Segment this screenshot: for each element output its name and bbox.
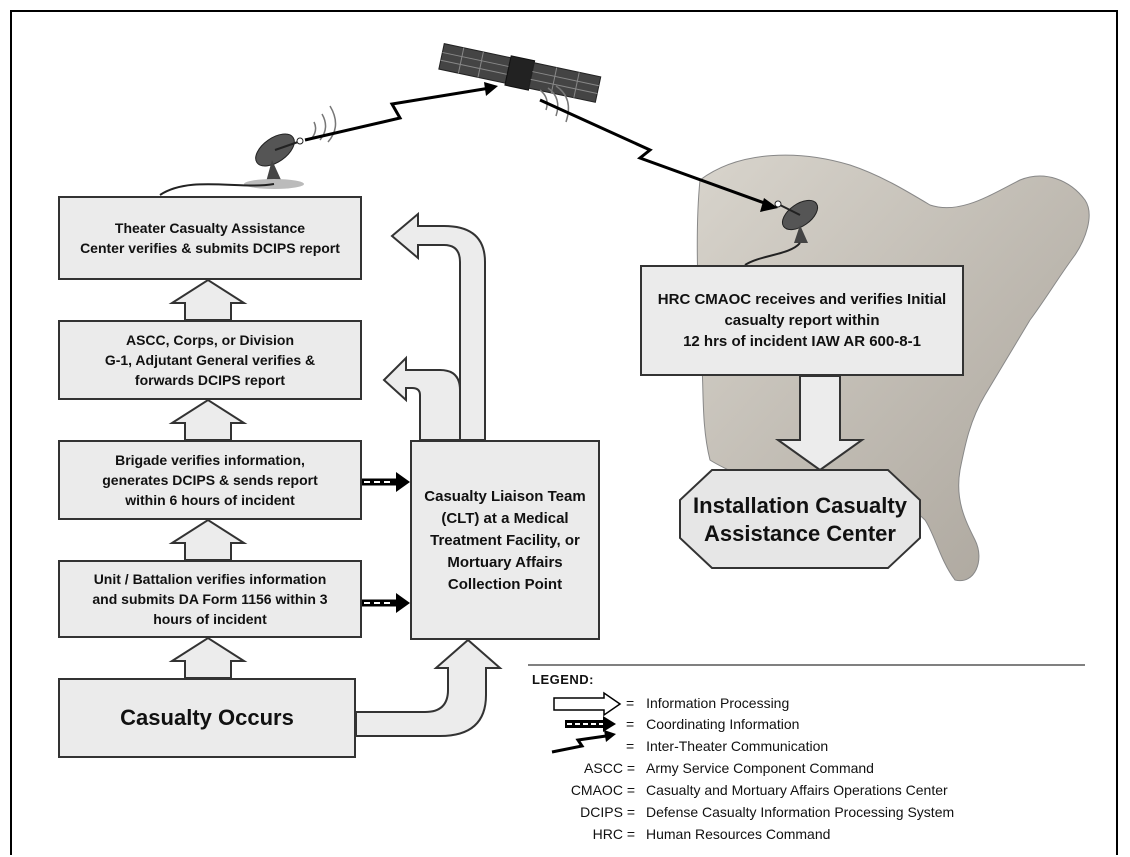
inter-theater-link-down — [539, 98, 771, 207]
legend-term-4: ASCC = — [584, 760, 635, 776]
casualty-to-clt-arrow — [355, 638, 503, 737]
legend-def-row-4: Army Service Component Command — [646, 758, 874, 778]
unit-battalion-text: Unit / Battalion verifies information an… — [92, 571, 328, 627]
theater-casualty-box: Theater Casualty Assistance Center verif… — [58, 196, 362, 280]
hrc-cmaoc-text: HRC CMAOC receives and verifies Initial … — [657, 291, 947, 350]
unit-battalion-box: Unit / Battalion verifies information an… — [58, 560, 362, 638]
legend-def-1: Information Processing — [646, 695, 790, 711]
legend-def-5: Casualty and Mortuary Affairs Operations… — [646, 782, 948, 798]
legend-def-4: Army Service Component Command — [646, 760, 874, 776]
clt-text: Casualty Liaison Team (CLT) at a Medical… — [424, 488, 586, 593]
hrc-cmaoc-box: HRC CMAOC receives and verifies Initial … — [640, 265, 964, 376]
legend-def-7: Human Resources Command — [646, 826, 831, 842]
satellite-dish-right-icon — [744, 199, 819, 266]
brigade-text: Brigade verifies information, generates … — [102, 452, 318, 508]
theater-casualty-text: Theater Casualty Assistance Center verif… — [80, 220, 340, 256]
satellite-dish-left-icon — [159, 133, 304, 196]
clt-to-upper-arrows — [382, 211, 486, 441]
hollow-arrow-icon — [553, 691, 622, 717]
legend-row-7: HRC = — [520, 824, 635, 844]
information-processing-arrows — [168, 278, 866, 679]
clt-box: Casualty Liaison Team (CLT) at a Medical… — [410, 440, 600, 640]
installation-octagon — [679, 469, 921, 569]
ascc-corps-text: ASCC, Corps, or Division G-1, Adjutant G… — [104, 332, 316, 388]
legend-row-1: = Information Processing — [626, 693, 789, 713]
satellite-signal-waves — [539, 85, 570, 123]
legend-def-row-6: Defense Casualty Information Processing … — [646, 802, 954, 822]
legend-def-row-5: Casualty and Mortuary Affairs Operations… — [646, 780, 948, 800]
legend-term-2: = — [626, 716, 635, 732]
legend-def-3: Inter-Theater Communication — [646, 738, 829, 754]
inter-theater-link-down-head — [760, 198, 778, 212]
legend-term-7: HRC = — [592, 826, 635, 842]
dashed-arrow-icon — [565, 716, 616, 732]
legend-row-5: CMAOC = — [520, 780, 635, 800]
inter-theater-link-up-head — [484, 82, 498, 96]
casualty-occurs-text: Casualty Occurs — [120, 705, 294, 730]
satellite-icon — [438, 43, 602, 103]
brigade-box: Brigade verifies information, generates … — [58, 440, 362, 520]
installation-casualty-text: Installation Casualty Assistance Center — [693, 493, 907, 546]
installation-casualty-label: Installation Casualty Assistance Center — [690, 478, 910, 562]
legend-term-1: = — [626, 695, 635, 711]
legend-term-6: DCIPS = — [580, 804, 635, 820]
ascc-corps-box: ASCC, Corps, or Division G-1, Adjutant G… — [58, 320, 362, 400]
legend-term-5: CMAOC = — [570, 782, 635, 798]
legend-term-3: = — [626, 738, 635, 754]
legend-row-6: DCIPS = — [520, 802, 635, 822]
legend-def-6: Defense Casualty Information Processing … — [646, 804, 955, 820]
legend-row-2: = Coordinating Information — [626, 714, 799, 734]
legend-title: LEGEND: — [532, 672, 594, 687]
zigzag-arrow-icon — [551, 730, 616, 754]
inter-theater-link-up — [304, 86, 491, 142]
legend-row-3: = Inter-Theater Communication — [626, 736, 828, 756]
casualty-occurs-box: Casualty Occurs — [58, 678, 356, 758]
legend-row-4: ASCC = — [540, 758, 635, 778]
figure-frame — [10, 10, 1118, 855]
legend-def-2: Coordinating Information — [646, 716, 800, 732]
legend-def-row-7: Human Resources Command — [646, 824, 830, 844]
